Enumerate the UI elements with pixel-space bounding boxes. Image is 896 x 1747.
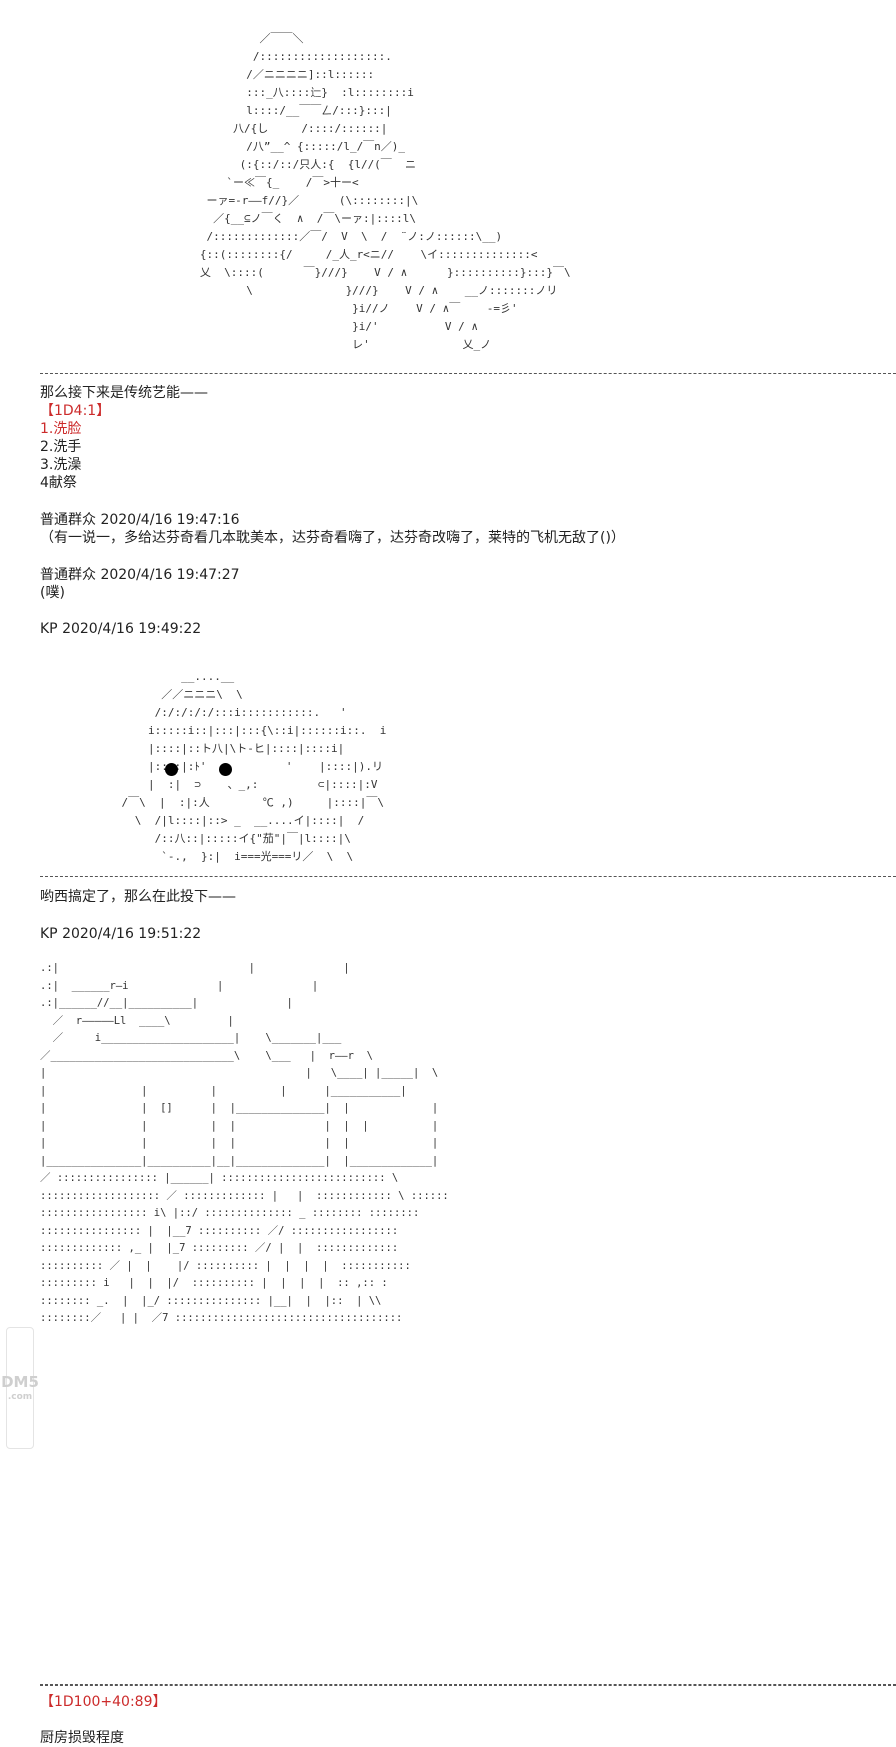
kitchen-ascii-art: .:| | | .:| ______r―i | | .:|______//__|… [40, 962, 449, 1324]
post-line: 哟西搞定了，那么在此投下—— [40, 889, 236, 905]
kp-post-header: KP 2020/4/16 19:51:22 [40, 926, 202, 942]
option-1: 1.洗脸 [40, 421, 82, 437]
comment-text: (噗) [40, 585, 65, 601]
dice-roll-result: 【1D100+40:89】 [40, 1694, 167, 1710]
post-line: 厨房损毁程度 [40, 1730, 124, 1746]
separator-3 [40, 1684, 896, 1685]
left-eye-dot [165, 763, 178, 776]
dice-roll-result: 【1D4:1】 [40, 403, 111, 419]
option-4: 4献祭 [40, 475, 77, 491]
comment-header: 普通群众 2020/4/16 19:47:16 [40, 512, 240, 528]
kp-post-header: KP 2020/4/16 19:49:22 [40, 621, 202, 637]
right-eye-dot [219, 763, 232, 776]
separator-2 [40, 876, 896, 877]
post-line: 那么接下来是传统艺能—— [40, 385, 208, 401]
comment-header: 普通群众 2020/4/16 19:47:27 [40, 567, 240, 583]
girl-ascii-art: __....__ ／／ニニニ\ \ /:/:/:/:/:::i:::::::::… [121, 670, 387, 863]
separator-3 [40, 1685, 896, 1686]
site-watermark-logo: DM5 .com [1, 1327, 39, 1449]
character-ascii-art: ／￣￣＼ /:::::::::::::::::::. /／ニニニニ]::l:::… [199, 32, 571, 351]
option-2: 2.洗手 [40, 439, 82, 455]
option-3: 3.洗澡 [40, 457, 82, 473]
separator-1 [40, 373, 896, 374]
comment-text: （有一说一，多给达芬奇看几本耽美本，达芬奇看嗨了，达芬奇改嗨了，莱特的飞机无敌了… [40, 530, 625, 546]
